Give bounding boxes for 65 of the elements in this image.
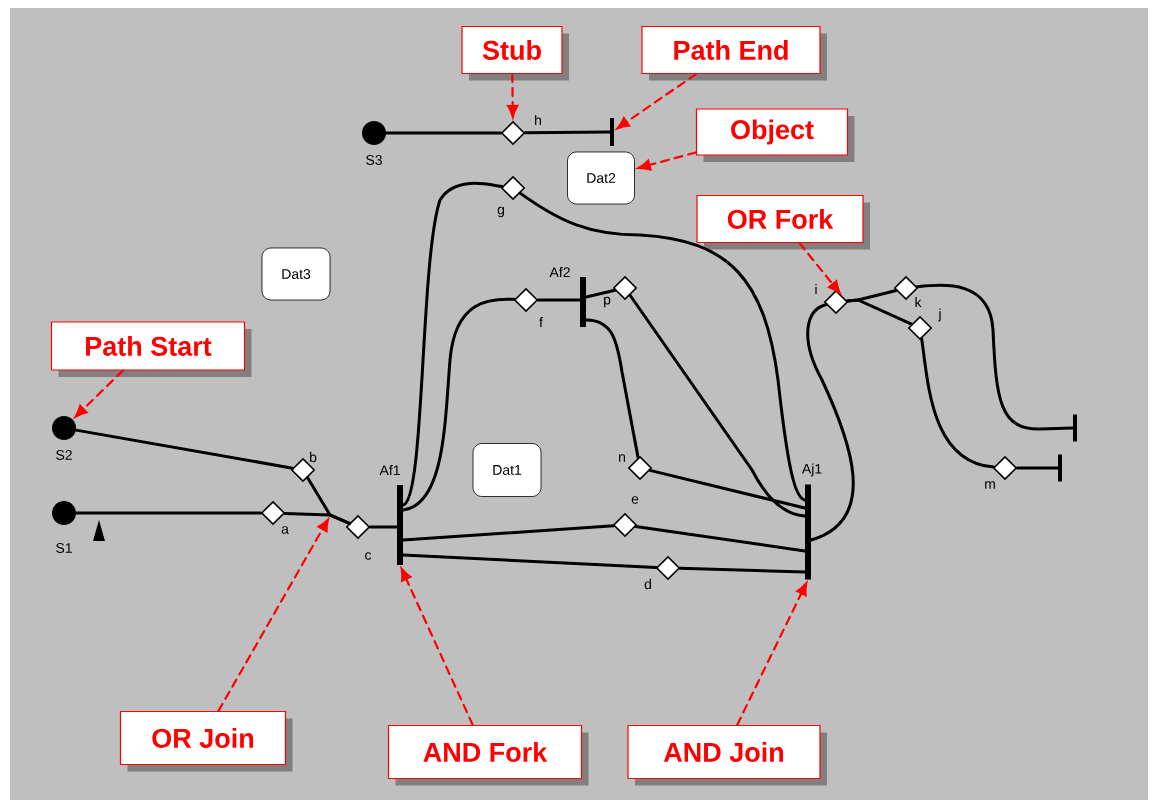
path-line [584,288,617,299]
path-line [368,525,399,529]
leader-line [400,567,474,726]
path-line [518,191,807,502]
point-label: m [985,481,995,489]
point-label: i [815,283,817,295]
path-line [806,303,855,542]
point-label: S1 [56,543,72,553]
path-line [678,566,807,574]
path-line [401,181,504,507]
path-line [74,428,295,470]
point-label: d [644,578,651,590]
object-box: Dat1 [472,443,542,497]
callout-box: OR Fork [696,194,870,250]
callout-box: AND Fork [387,724,589,786]
leader-line [736,582,808,726]
point-label: S2 [56,450,72,460]
point-label: S3 [366,155,382,165]
path-line [523,130,612,135]
callout-box: AND Join [627,724,827,786]
point-label: j [938,308,941,322]
point-label: k [915,296,922,308]
point-label: b [310,451,317,463]
point-label: p [604,296,611,308]
point-label: n [619,454,625,462]
callout-box: Stub [461,25,569,81]
end-bar [610,118,614,146]
point-label: e [631,496,639,504]
point-label: Aj1 [801,463,822,477]
path-line [401,524,615,542]
path-line [584,318,640,460]
object-box: Dat3 [261,247,331,301]
path-line [1015,466,1060,470]
leader-line [507,73,519,118]
callout-box: Path End [641,25,827,81]
leader-line [616,73,698,130]
leader-line [798,242,841,294]
callout-box: Path Start [50,321,252,377]
path-line [401,553,658,569]
leader-line [217,518,330,712]
leader-line [74,369,124,418]
path-line [634,525,807,553]
path-line [915,283,1075,431]
path-line [920,337,996,469]
point-label: g [497,206,504,218]
path-line [845,298,914,326]
point-label: a [281,526,289,534]
point-label: Af2 [549,266,570,278]
path-line [283,511,351,525]
end-bar [1058,454,1062,482]
point-label: h [535,114,541,126]
end-bar [1073,414,1077,442]
path-line [648,468,807,510]
point-label: Af1 [379,464,400,476]
point-label: c [365,552,372,560]
path-line [401,297,516,512]
path-line [536,298,582,302]
callout-box: OR Join [119,710,293,772]
point-label: f [539,316,543,328]
object-box: Dat2 [567,151,635,205]
callout-box: Object [695,108,855,162]
path-line [74,511,263,515]
leader-line [637,151,697,171]
path-line [384,131,503,135]
path-line [628,293,807,518]
